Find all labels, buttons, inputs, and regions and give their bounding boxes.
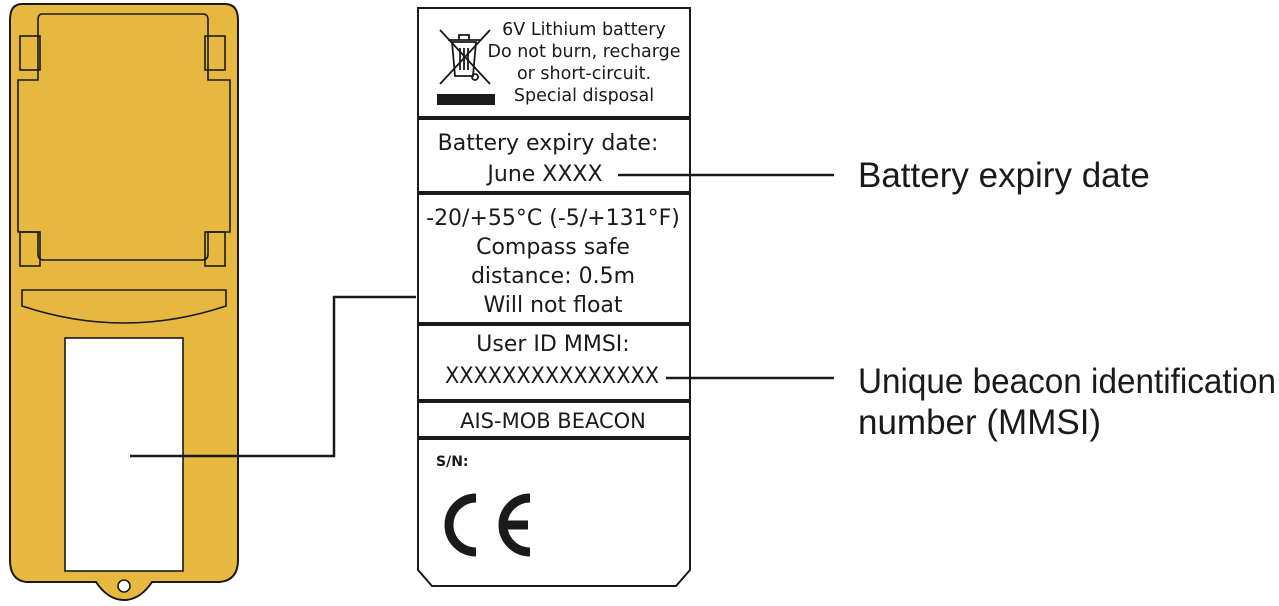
specs-line-1: -20/+55°C (-5/+131°F)	[426, 206, 680, 231]
window-leader-line	[130, 295, 416, 458]
top-recess	[17, 13, 231, 261]
expiry-heading: Battery expiry date:	[438, 131, 659, 156]
serial-number-label: S/N:	[436, 454, 469, 470]
specs-line-2: Compass safe	[476, 235, 630, 260]
mmsi-heading: User ID MMSI:	[476, 332, 629, 357]
expiry-section: Battery expiry date: June XXXX	[438, 131, 659, 187]
callout-mmsi-line-2: number (MMSI)	[858, 403, 1101, 442]
callout-mmsi-line-1: Unique beacon identification	[858, 362, 1276, 401]
corner-notch-br	[204, 231, 226, 267]
battery-line-2: Do not burn, recharge	[487, 42, 680, 62]
crossed-out-wheelie-bin-icon	[437, 29, 495, 105]
battery-line-4: Special disposal	[514, 86, 654, 106]
specs-line-4: Will not float	[483, 293, 622, 318]
enlarged-label: 6V Lithium battery Do not burn, recharge…	[417, 7, 691, 587]
specs-line-3: distance: 0.5m	[471, 264, 635, 289]
curved-ridge	[21, 289, 227, 324]
lanyard-hole	[117, 579, 131, 593]
specs-section: -20/+55°C (-5/+131°F) Compass safe dista…	[426, 206, 680, 318]
battery-line-3: or short-circuit.	[517, 64, 651, 84]
battery-line-1: 6V Lithium battery	[502, 20, 666, 40]
product-name: AIS-MOB BEACON	[460, 409, 646, 433]
beacon-body	[9, 3, 239, 602]
label-outline	[417, 7, 691, 587]
expiry-value: June XXXX	[485, 162, 602, 187]
mmsi-section: User ID MMSI: XXXXXXXXXXXXXXX	[445, 332, 659, 389]
corner-notch-bl	[19, 231, 41, 267]
battery-section: 6V Lithium battery Do not burn, recharge…	[487, 20, 680, 106]
label-window	[64, 337, 184, 572]
mmsi-value: XXXXXXXXXXXXXXX	[445, 364, 659, 389]
corner-notch-tl	[19, 35, 41, 71]
ce-mark	[444, 493, 531, 557]
corner-notch-tr	[204, 35, 226, 71]
callout-expiry: Battery expiry date	[858, 156, 1150, 195]
